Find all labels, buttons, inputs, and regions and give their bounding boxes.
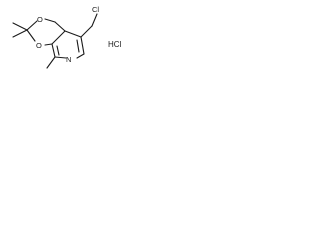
pyridine-bond-3: [80, 36, 85, 55]
ring-nitrogen-label: N: [66, 55, 71, 64]
chloromethyl-bond-2: [91, 13, 98, 27]
methyl-bond-top: [12, 22, 28, 31]
ch2-to-ring-bond: [54, 21, 66, 32]
pyridine-bond-4: [76, 53, 85, 59]
pyridine-bond-5: [54, 56, 67, 59]
pyridine-double-bond-3: [76, 39, 80, 53]
ketal-to-top-oxygen-bond: [26, 20, 38, 31]
top-oxygen-to-ch2-bond: [44, 18, 56, 23]
ring-oxygen-bottom-label: O: [36, 41, 42, 50]
ketal-to-bottom-oxygen-bond: [26, 29, 36, 42]
bottom-oxygen-to-ring-bond: [44, 43, 53, 46]
methyl-bond-bottom: [12, 29, 28, 38]
chlorine-label: Cl: [92, 5, 99, 14]
pyridine-bond-2: [64, 30, 82, 38]
ring-oxygen-top-label: O: [37, 15, 43, 24]
pyridine-methyl-bond: [46, 56, 56, 69]
pyridine-double-bond-6: [56, 45, 60, 56]
salt-label: HCl: [108, 40, 122, 49]
chloromethyl-bond-1: [80, 25, 93, 38]
pyridine-bond-1: [51, 30, 66, 45]
chemical-structure: O O N Cl HCl: [12, 5, 122, 69]
pyridine-bond-6: [51, 43, 56, 58]
